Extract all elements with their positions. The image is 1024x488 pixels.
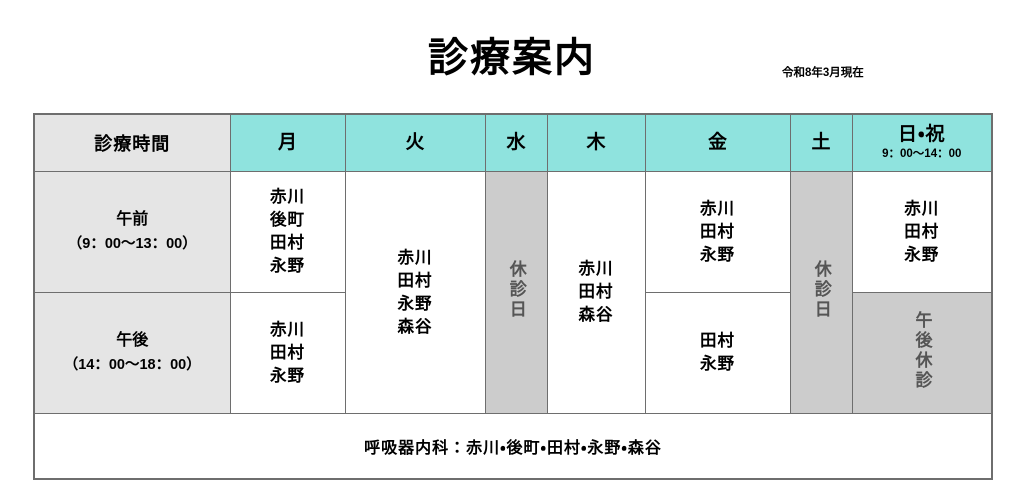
closed-label: 午後休診 xyxy=(912,310,932,391)
doctor-name: 永野 xyxy=(700,245,735,264)
doctor-name: 永野 xyxy=(700,355,735,373)
header-day-label: 火 xyxy=(405,132,425,153)
header-day-label: 金 xyxy=(707,132,727,153)
header-cell-fri: 金 xyxy=(644,113,791,172)
doctor-name: 田村 xyxy=(397,271,433,290)
time-cell-afternoon: 午後 （14：00〜18：00） xyxy=(33,292,231,414)
header-day-label: 日・祝 xyxy=(898,124,946,145)
cell-sat-closed: 休診日 xyxy=(789,171,853,414)
doctor-name: 赤川 xyxy=(578,260,614,278)
doctor-name: 永野 xyxy=(270,366,305,385)
doctor-name: 森谷 xyxy=(397,317,433,336)
doctor-name: 永野 xyxy=(270,257,305,275)
as-of-note: 令和8年3月現在 xyxy=(782,67,864,79)
doctor-name: 田村 xyxy=(700,222,735,241)
cell-fri-morning: 赤川 田村 永野 xyxy=(644,171,791,293)
schedule-table: 診療時間 月 火 水 木 金 土 日・祝 9：00〜14：00 午前 （9：00… xyxy=(33,113,993,480)
doctor-name: 永野 xyxy=(397,294,433,313)
period-label: 午前 xyxy=(116,211,149,228)
doctor-name: 田村 xyxy=(270,234,305,252)
doctor-name: 赤川 xyxy=(270,188,305,206)
closed-label: 休診日 xyxy=(506,260,526,320)
header-day-hours: 9：00〜14：00 xyxy=(882,148,962,160)
header-day-label: 水 xyxy=(506,132,526,153)
period-label: 午後 xyxy=(116,332,149,349)
table-header-row: 診療時間 月 火 水 木 金 土 日・祝 9：00〜14：00 xyxy=(33,113,993,172)
cell-fri-afternoon: 田村 永野 xyxy=(644,292,791,414)
header-day-label: 木 xyxy=(586,132,606,153)
period-range: （9：00〜13：00） xyxy=(67,236,197,252)
cell-wed-closed: 休診日 xyxy=(484,171,548,414)
cell-sun-afternoon-closed: 午後休診 xyxy=(851,292,993,414)
header-cell-sat: 土 xyxy=(789,113,853,172)
header-cell-wed: 水 xyxy=(484,113,548,172)
header-cell-time: 診療時間 xyxy=(33,113,231,172)
doctor-name: 赤川 xyxy=(397,248,433,267)
doctor-name: 田村 xyxy=(270,343,305,362)
page-title: 診療案内 xyxy=(428,36,596,80)
closed-label: 休診日 xyxy=(811,260,831,320)
cell-tue-allday: 赤川 田村 永野 森谷 xyxy=(344,171,486,414)
table-row-afternoon: 午後 （14：00〜18：00） 赤川 田村 永野 田村 永野 午後休診 xyxy=(33,292,993,414)
header-day-label: 土 xyxy=(811,132,831,153)
table-note-row: 呼吸器内科：赤川・後町・田村・永野・森谷 xyxy=(33,413,993,480)
doctor-name: 田村 xyxy=(904,222,940,241)
cell-mon-afternoon: 赤川 田村 永野 xyxy=(229,292,346,414)
doctor-name: 永野 xyxy=(904,245,940,264)
department-note: 呼吸器内科：赤川・後町・田村・永野・森谷 xyxy=(33,413,993,480)
header-cell-thu: 木 xyxy=(546,113,646,172)
table-row-morning: 午前 （9：00〜13：00） 赤川 後町 田村 永野 赤川 田村 永野 森谷 … xyxy=(33,171,993,414)
cell-mon-morning: 赤川 後町 田村 永野 xyxy=(229,171,346,293)
header-cell-mon: 月 xyxy=(229,113,346,172)
cell-sun-morning: 赤川 田村 永野 xyxy=(851,171,993,293)
header-day-label: 月 xyxy=(277,132,297,153)
doctor-name: 森谷 xyxy=(578,306,614,324)
title-block: 診療案内 令和8年3月現在 xyxy=(0,32,1024,90)
doctor-name: 赤川 xyxy=(700,199,735,218)
doctor-name: 赤川 xyxy=(270,320,305,339)
doctor-name: 後町 xyxy=(270,211,305,229)
doctor-name: 赤川 xyxy=(904,199,940,218)
doctor-name: 田村 xyxy=(700,332,735,350)
cell-thu-allday: 赤川 田村 森谷 xyxy=(546,171,646,414)
header-cell-sun-holiday: 日・祝 9：00〜14：00 xyxy=(851,113,993,172)
header-cell-tue: 火 xyxy=(344,113,486,172)
doctor-name: 田村 xyxy=(578,283,614,301)
time-cell-morning: 午前 （9：00〜13：00） xyxy=(33,171,231,293)
period-range: （14：00〜18：00） xyxy=(63,357,201,373)
